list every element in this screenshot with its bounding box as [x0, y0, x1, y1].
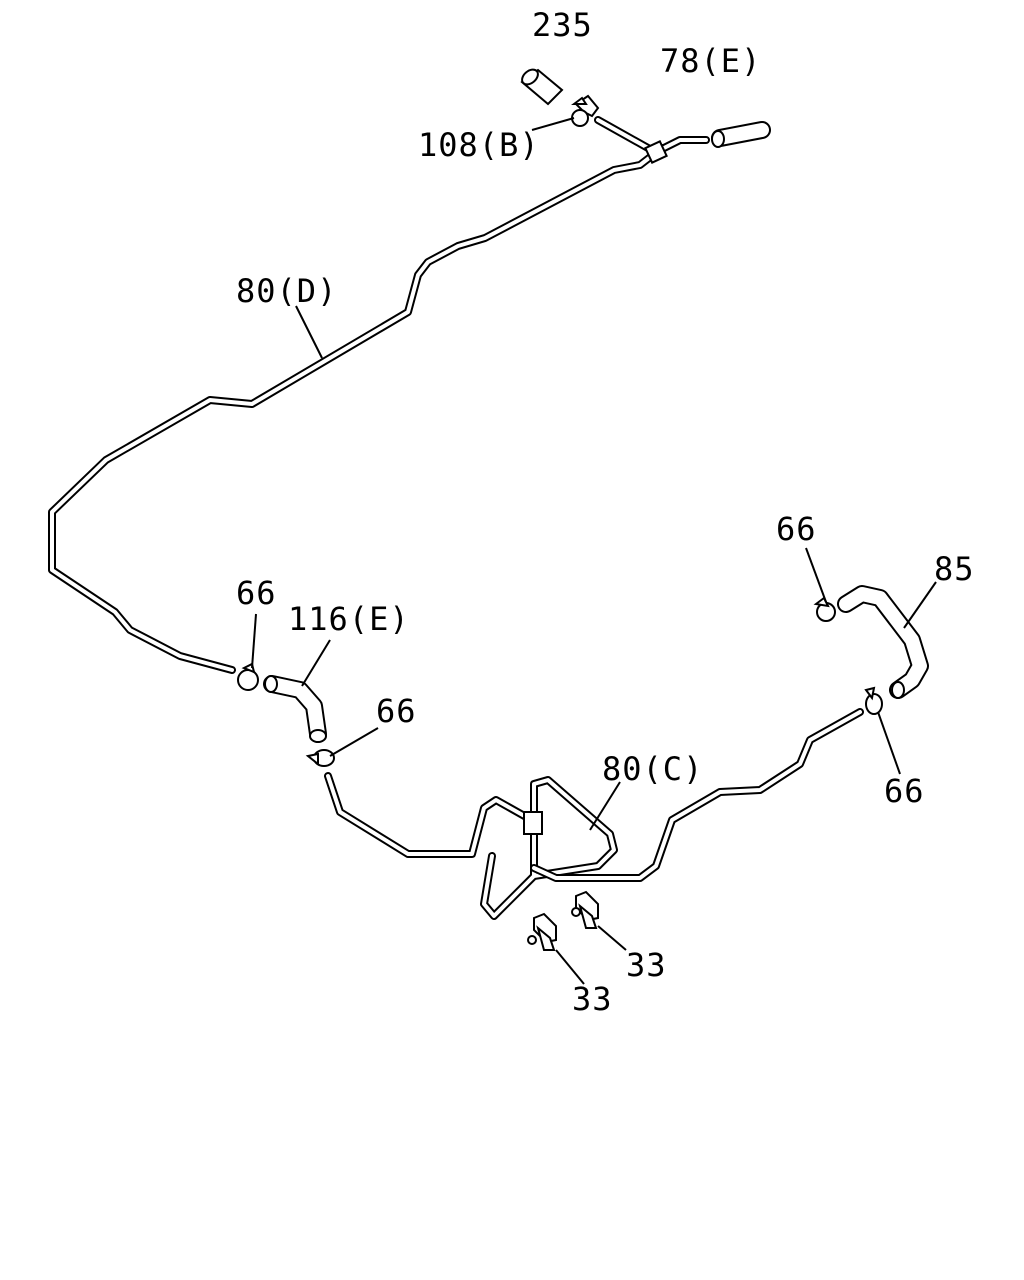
pipe-stub-108b	[594, 116, 652, 152]
hose-116e	[263, 675, 327, 743]
pipe-joint-top	[644, 140, 668, 164]
callout-116e: 116(E)	[288, 600, 410, 638]
callout-66-right-bottom: 66	[884, 772, 925, 810]
clip-33-right	[571, 890, 599, 929]
clamp-66-mid	[305, 749, 335, 767]
callout-33-right: 33	[626, 946, 667, 984]
clamp-66-left	[237, 662, 259, 691]
callout-66-right-top: 66	[776, 510, 817, 548]
callout-108b: 108(B)	[418, 126, 540, 164]
callout-80c: 80(C)	[602, 750, 703, 788]
pipe-80c-loop	[480, 776, 618, 920]
callout-85: 85	[934, 550, 975, 588]
pipe-80c-right	[530, 708, 864, 882]
cap-235	[520, 68, 564, 106]
callout-66-left: 66	[236, 574, 277, 612]
clamp-66-right-bottom	[864, 686, 883, 715]
hose-85	[837, 585, 929, 699]
leader-lines	[251, 117, 937, 985]
clip-33-left	[527, 912, 557, 951]
callout-33-left: 33	[572, 980, 613, 1018]
callout-66-mid: 66	[376, 692, 417, 730]
callout-235: 235	[532, 6, 593, 44]
hose-78e	[711, 121, 771, 148]
clamp-66-right-top	[813, 596, 836, 622]
clamp-108b	[571, 94, 600, 127]
pipe-joint-mid	[523, 811, 543, 835]
pipe-80c-left	[324, 772, 532, 858]
callout-80d: 80(D)	[236, 272, 337, 310]
callout-78e: 78(E)	[660, 42, 761, 80]
pipe-80d	[48, 144, 666, 674]
